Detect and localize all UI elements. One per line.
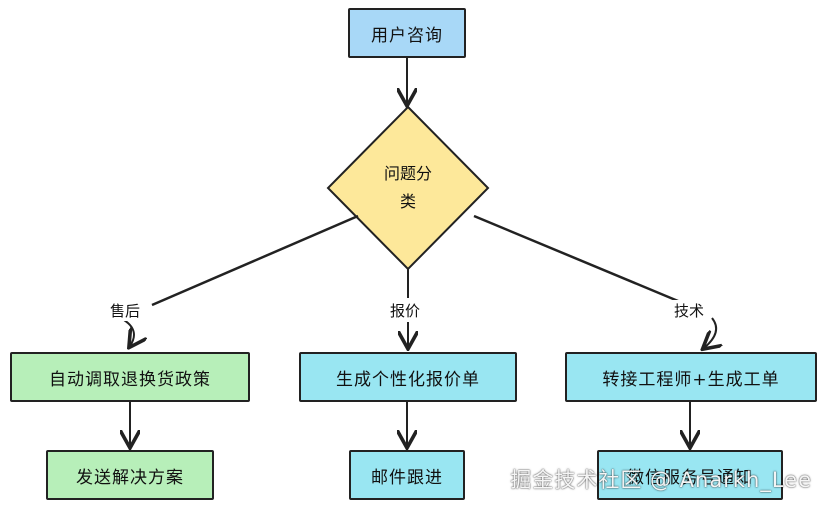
edge-decision-to-aftersales: [151, 214, 359, 307]
quote-step-node: 生成个性化报价单: [299, 352, 517, 402]
edge-label-tech: 技术: [672, 300, 707, 321]
aftersales-end-label: 发送解决方案: [76, 467, 184, 488]
edge-decision-to-tech: [473, 214, 691, 308]
arrow-tech: [704, 317, 716, 348]
decision-label-line1: 问题分: [383, 164, 432, 183]
start-node: 用户咨询: [348, 8, 466, 58]
quote-end-node: 邮件跟进: [349, 450, 465, 500]
start-node-label: 用户咨询: [371, 25, 443, 46]
quote-end-label: 邮件跟进: [371, 467, 443, 488]
aftersales-step-label: 自动调取退换货政策: [49, 369, 211, 390]
edge-label-quote: 报价: [388, 300, 423, 321]
decision-label-line2: 类: [399, 192, 416, 211]
tech-step-node: 转接工程师+生成工单: [565, 352, 817, 402]
watermark-text: 掘金技术社区 @ Anarkh_Lee: [510, 468, 812, 492]
tech-end-node: 微信服务号通知: [597, 450, 783, 500]
aftersales-step-node: 自动调取退换货政策: [10, 352, 250, 402]
quote-step-label: 生成个性化报价单: [336, 369, 480, 390]
edge-label-aftersales: 售后: [108, 300, 143, 321]
tech-step-label: 转接工程师+生成工单: [602, 369, 780, 390]
decision-label: 问题分 类: [378, 160, 438, 216]
arrow-aftersales: [123, 319, 134, 346]
aftersales-end-node: 发送解决方案: [46, 450, 214, 500]
tech-end-label: 微信服务号通知: [627, 467, 753, 488]
